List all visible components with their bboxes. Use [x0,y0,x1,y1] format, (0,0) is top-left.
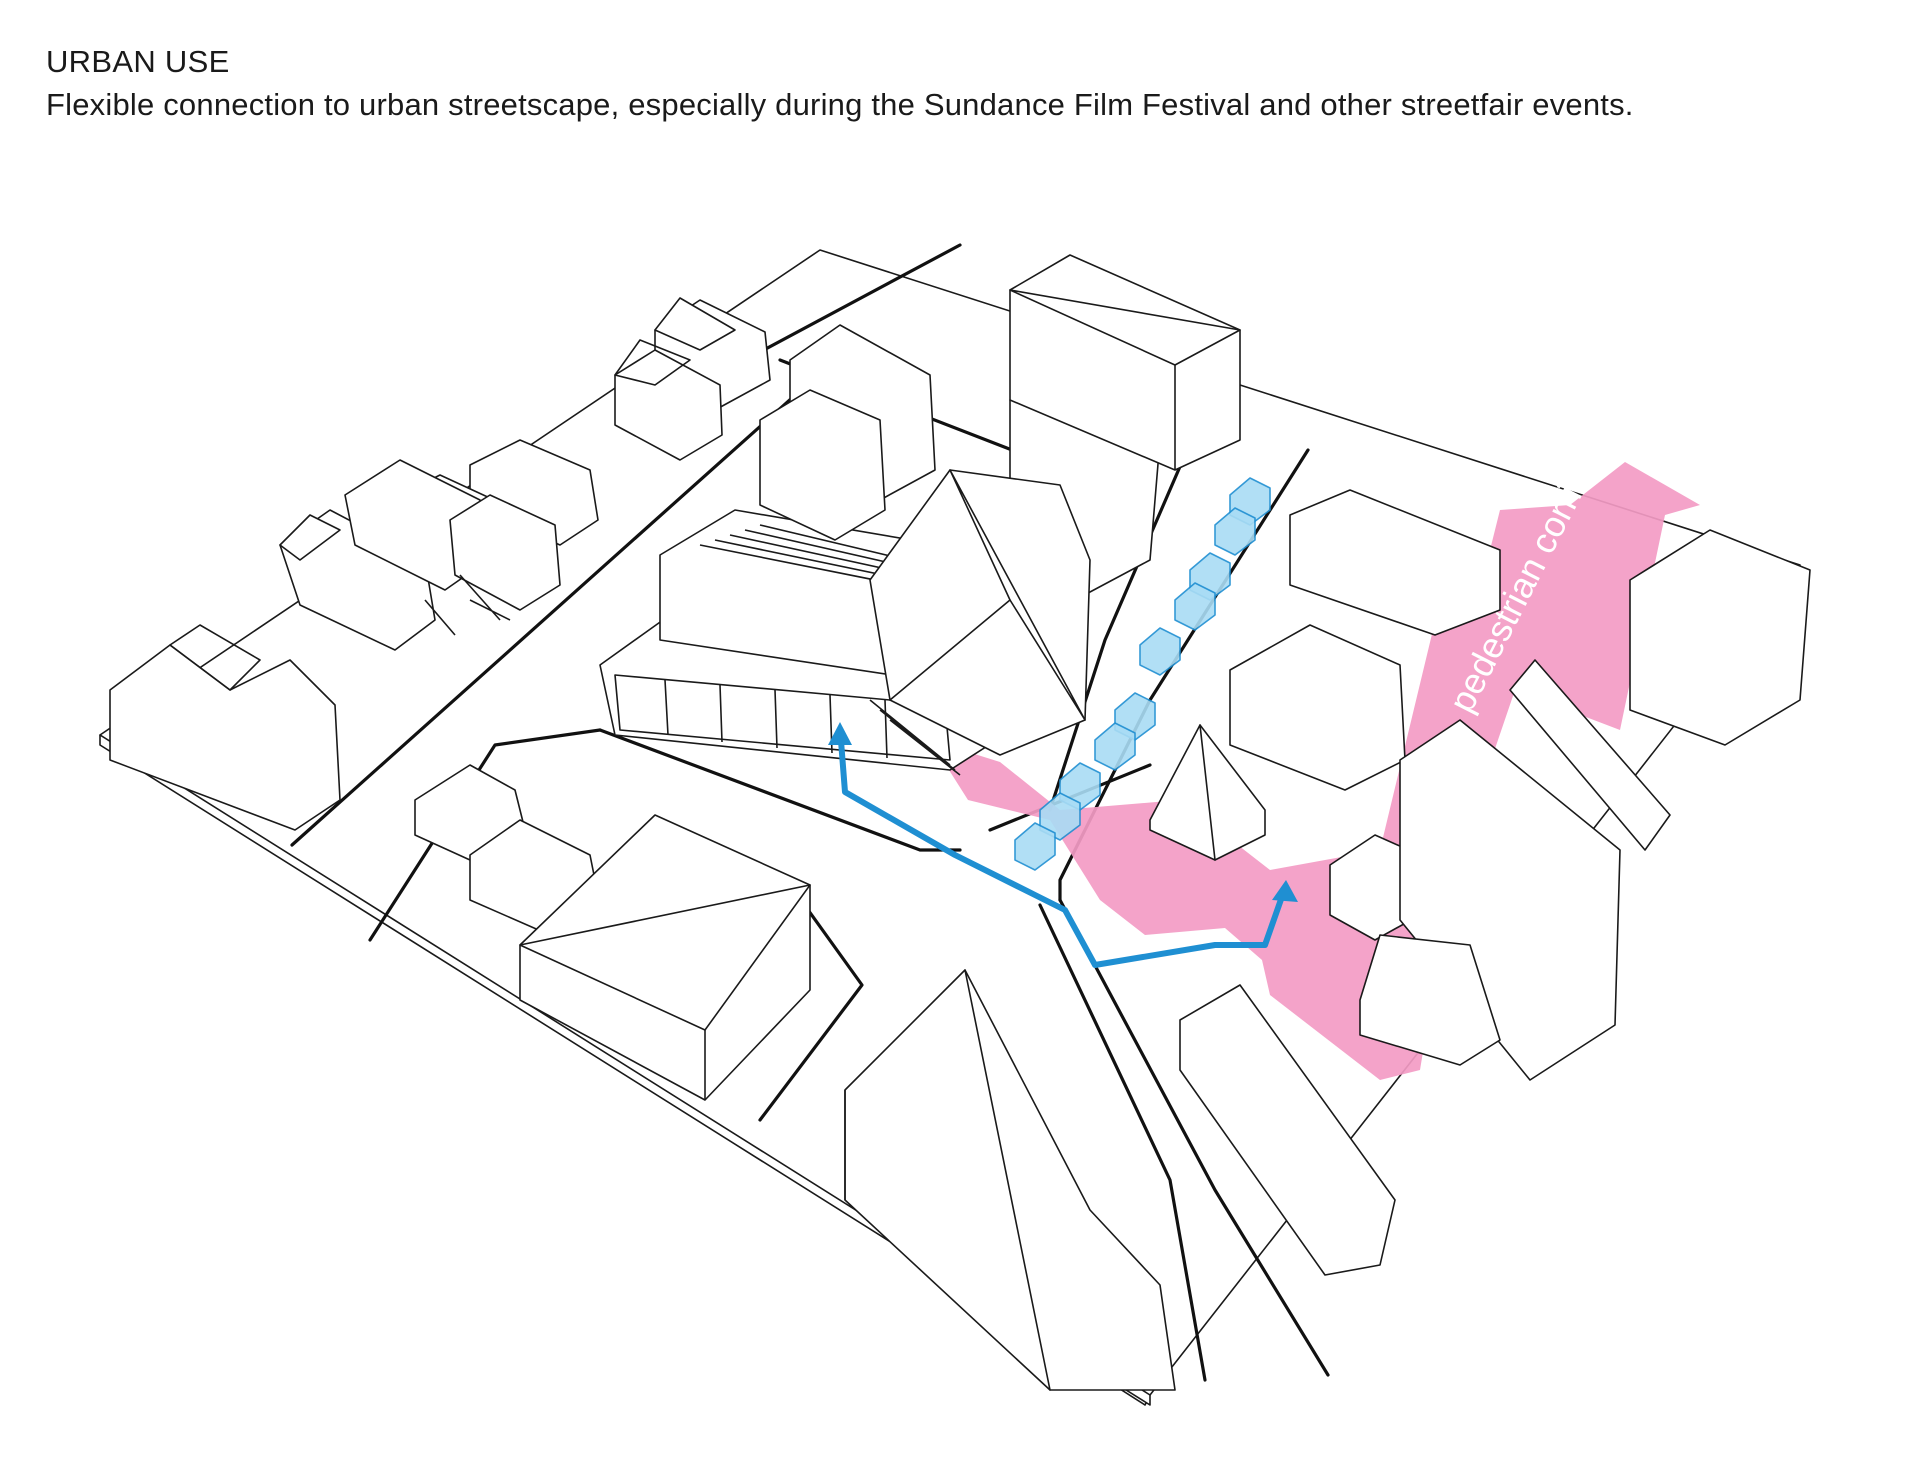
diagram-title: URBAN USE [46,44,230,79]
pedestrian-path [828,722,1298,968]
buildings-front [414,764,1176,1391]
diagram-subtitle: Flexible connection to urban streetscape… [46,87,1634,122]
kiosks [1014,477,1271,871]
building-back-right [1009,254,1241,471]
buildings-right [1149,489,1811,1276]
houses-back-left [109,297,771,831]
